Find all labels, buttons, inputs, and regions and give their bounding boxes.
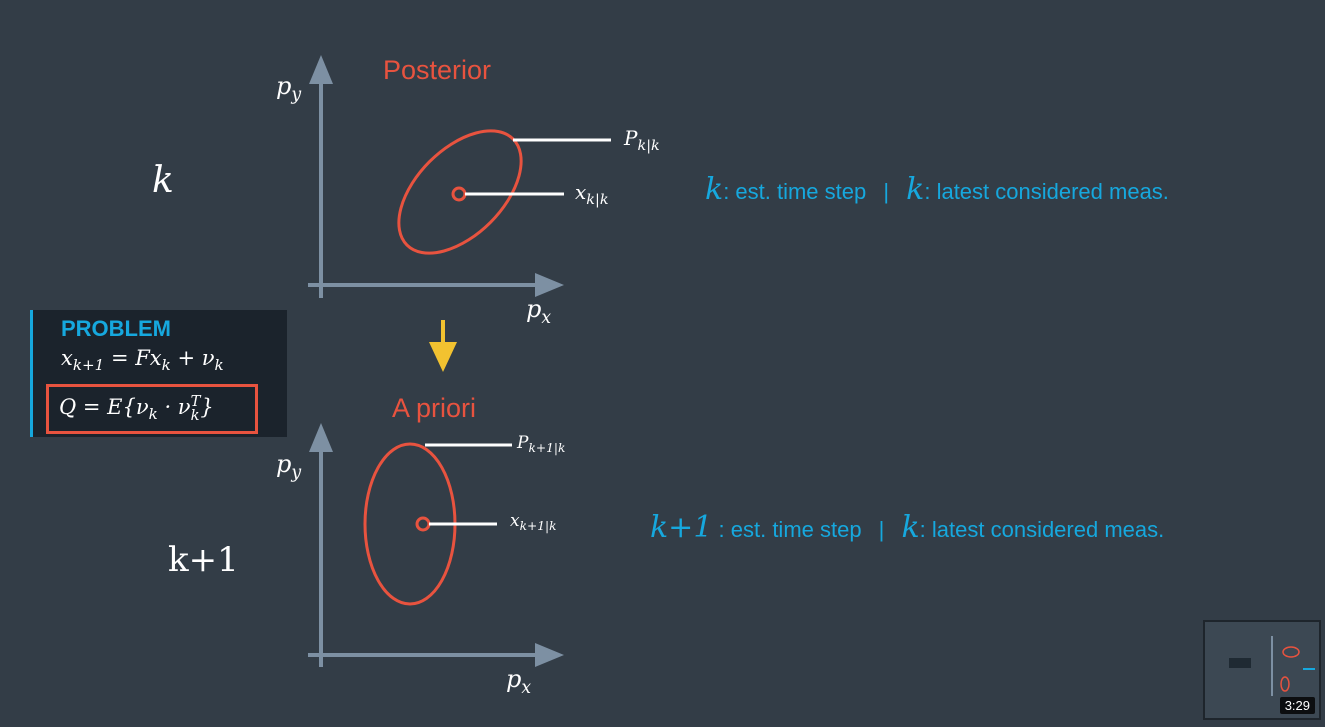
- process-model-equation: xk+1 = Fxk + νk: [61, 346, 224, 374]
- step-k-label: k: [152, 160, 174, 201]
- top-x-axis-label-base: p: [526, 295, 542, 323]
- bottom-x-axis-label-base: p: [506, 665, 522, 693]
- bottom-x-axis-label: px: [506, 665, 531, 698]
- bottom-y-axis-arrowhead: [309, 423, 333, 452]
- apriori-cov-label: Pk+1|k: [517, 433, 566, 456]
- thumbnail-timestamp: 3:29: [1279, 697, 1315, 714]
- transition-arrow-head: [429, 342, 457, 372]
- apriori-cov-label-base: P: [517, 433, 529, 453]
- legend-bottom: k+1 : est. time step | k: latest conside…: [650, 510, 1164, 545]
- legend-bottom-var1: k+1: [650, 510, 713, 545]
- eq1-x-sub: k+1: [72, 356, 105, 375]
- legend-top-var2: k: [906, 172, 925, 207]
- eq1-x2-sub: k: [161, 356, 171, 375]
- apriori-mean-marker: [415, 516, 431, 532]
- top-x-axis-arrowhead: [535, 273, 564, 297]
- posterior-covariance-ellipse: [397, 129, 523, 255]
- legend-top-sep: |: [883, 179, 890, 204]
- legend-bottom-var2: k: [901, 510, 920, 545]
- legend-bottom-sep: |: [878, 517, 885, 542]
- eq2-sub2: k: [190, 406, 200, 424]
- apriori-mean-label-sub: k+1|k: [519, 519, 557, 534]
- eq2-close: }: [200, 395, 214, 419]
- legend-bottom-text2: : latest considered meas.: [919, 517, 1165, 542]
- top-y-axis-label-sub: y: [291, 85, 302, 106]
- bottom-x-axis-label-sub: x: [521, 678, 532, 699]
- legend-top-text2: : latest considered meas.: [924, 179, 1169, 204]
- posterior-mean-label: xk|k: [575, 180, 609, 208]
- top-y-axis-label-base: p: [276, 72, 292, 100]
- step-k1-label: k+1: [168, 540, 239, 580]
- top-x-axis-label: px: [526, 295, 551, 328]
- eq2-sup: T: [190, 393, 201, 411]
- video-thumbnail[interactable]: 3:29: [1203, 620, 1321, 720]
- eq2-main: Q = E{ν: [59, 395, 149, 419]
- apriori-mean-label-base: x: [510, 511, 520, 531]
- posterior-title: Posterior: [383, 55, 492, 85]
- posterior-cov-label: Pk|k: [624, 126, 660, 154]
- eq2-dot: · ν: [157, 395, 191, 419]
- bottom-y-axis-label-base: p: [276, 450, 292, 478]
- posterior-cov-label-sub: k|k: [637, 138, 660, 155]
- posterior-mean-label-sub: k|k: [586, 192, 609, 209]
- apriori-cov-label-sub: k+1|k: [528, 441, 566, 456]
- posterior-mean-label-base: x: [575, 180, 587, 204]
- top-x-axis-label-sub: x: [541, 308, 552, 329]
- eq1-rest: = Fx: [104, 346, 162, 370]
- eq1-x: x: [61, 346, 73, 370]
- problem-title: PROBLEM: [61, 316, 171, 341]
- top-y-axis-label: py: [276, 72, 301, 105]
- legend-top: k: est. time step | k: latest considered…: [705, 172, 1169, 207]
- thumbnail-preview: [1205, 622, 1319, 718]
- bottom-y-axis-label-sub: y: [291, 463, 302, 484]
- eq1-nu-sub: k: [214, 356, 224, 375]
- bottom-x-axis-arrowhead: [535, 643, 564, 667]
- apriori-title: A priori: [392, 393, 477, 423]
- eq1-plus: + ν: [170, 346, 215, 370]
- legend-bottom-text1: : est. time step: [712, 517, 862, 542]
- apriori-mean-label: xk+1|k: [510, 511, 557, 534]
- legend-top-var1: k: [705, 172, 724, 207]
- bottom-y-axis-label: py: [276, 450, 301, 483]
- posterior-mean-marker: [451, 186, 467, 202]
- posterior-cov-label-base: P: [624, 126, 638, 150]
- legend-top-text1: : est. time step: [723, 179, 867, 204]
- eq2-nu-sub: k: [148, 405, 158, 424]
- top-y-axis-arrowhead: [309, 55, 333, 84]
